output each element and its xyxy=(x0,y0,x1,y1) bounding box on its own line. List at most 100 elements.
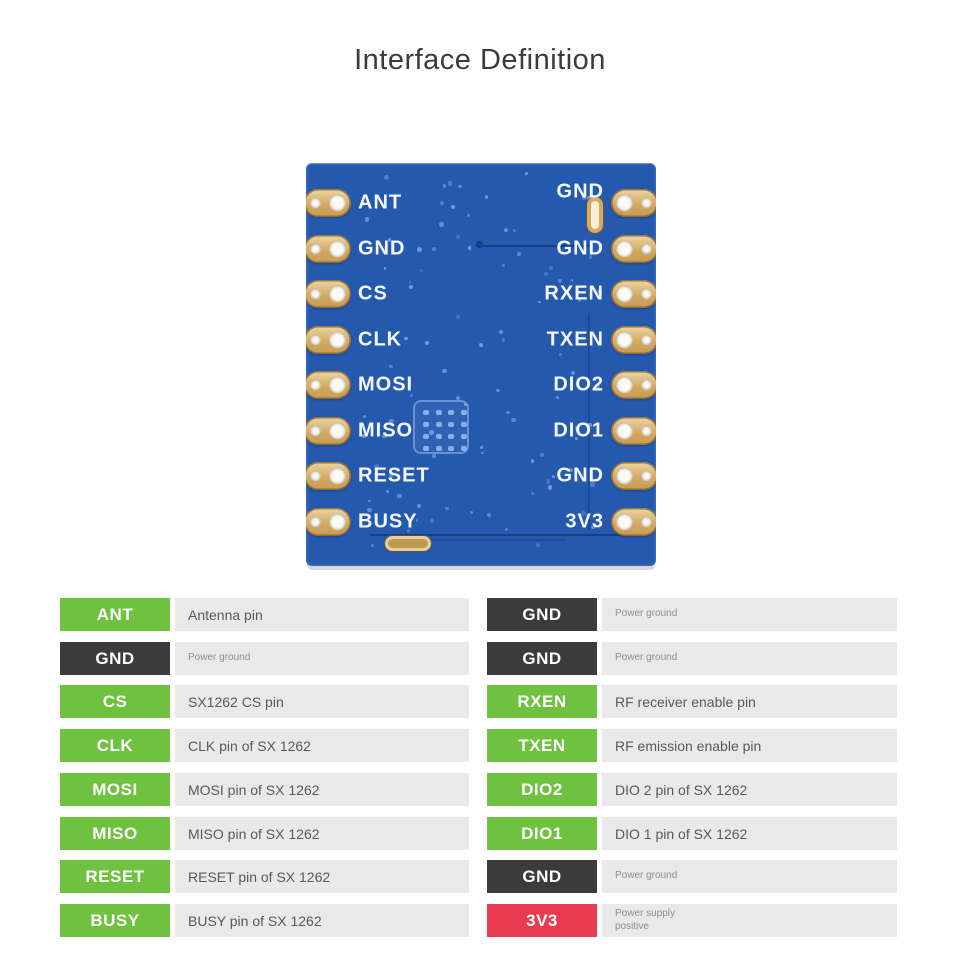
via-dot xyxy=(429,429,435,435)
pin-row: GND Power ground xyxy=(487,860,897,893)
pin-badge: RXEN xyxy=(487,685,597,718)
via-dot xyxy=(569,468,574,473)
pad-hole-large xyxy=(329,376,346,394)
via-dot xyxy=(481,451,484,455)
pin-description-text: RF emission enable pin xyxy=(615,737,762,754)
via-dot xyxy=(367,499,371,503)
via-dot xyxy=(467,246,472,250)
via-dot xyxy=(431,246,437,252)
via-dot xyxy=(364,217,370,222)
pin-pad xyxy=(611,508,656,536)
thermal-via xyxy=(423,422,429,427)
pad-hole-small xyxy=(310,334,321,346)
via-dot xyxy=(545,479,551,484)
via-dot xyxy=(382,433,387,439)
pin-pad xyxy=(611,280,656,308)
pin-badge: BUSY xyxy=(60,904,170,937)
via-dot xyxy=(581,511,586,517)
pcb-pin-label: GND xyxy=(556,237,604,260)
pin-pad xyxy=(611,235,656,263)
via-dot xyxy=(574,476,580,481)
pin-description: RF receiver enable pin xyxy=(602,685,897,718)
pcb-pin-label: RESET xyxy=(358,464,430,487)
via-dot xyxy=(384,175,389,180)
pad-hole-small xyxy=(641,288,652,300)
via-dot xyxy=(374,463,379,469)
pin-row: BUSY BUSY pin of SX 1262 xyxy=(60,904,469,937)
pad-hole-large xyxy=(616,240,633,258)
pin-description-text: Power ground xyxy=(615,652,678,664)
via-dot xyxy=(587,423,592,428)
via-dot xyxy=(524,171,528,175)
pad-hole-large xyxy=(329,240,346,258)
via-dot xyxy=(362,434,367,439)
bottom-test-pad xyxy=(385,536,431,551)
via-dot xyxy=(456,315,461,320)
via-dot xyxy=(486,512,491,517)
via-dot xyxy=(402,432,406,436)
pin-badge: RESET xyxy=(60,860,170,893)
pin-description: DIO 2 pin of SX 1262 xyxy=(602,773,897,806)
via-dot xyxy=(597,289,603,294)
pin-description: Power supply positive xyxy=(602,904,897,937)
via-dot xyxy=(439,222,445,227)
pin-badge: DIO2 xyxy=(487,773,597,806)
via-dot xyxy=(456,234,461,239)
via-dot xyxy=(596,385,601,389)
pin-description-text: MOSI pin of SX 1262 xyxy=(188,781,320,798)
via-dot xyxy=(540,453,545,458)
via-dot xyxy=(574,436,579,441)
thermal-via xyxy=(435,434,442,439)
pin-description-text: CLK pin of SX 1262 xyxy=(188,737,311,754)
pin-badge: GND xyxy=(487,860,597,893)
pin-description: Power ground xyxy=(602,860,897,893)
pin-description: RF emission enable pin xyxy=(602,729,897,762)
pin-description-text: Power ground xyxy=(615,608,678,620)
via-dot xyxy=(470,510,474,515)
pcb-pin-label: DIO1 xyxy=(553,419,604,442)
pin-description-text: MISO pin of SX 1262 xyxy=(188,825,320,842)
pin-pad xyxy=(306,189,351,217)
via-dot xyxy=(466,213,471,218)
pin-description-text: Power ground xyxy=(615,870,678,882)
pin-row: TXEN RF emission enable pin xyxy=(487,729,897,762)
pin-description-text: SX1262 CS pin xyxy=(188,693,284,710)
via-dot xyxy=(511,417,516,423)
via-dot xyxy=(419,268,424,273)
via-dot xyxy=(367,508,372,513)
pcb-pin-label: TXEN xyxy=(546,328,604,351)
pin-badge: MISO xyxy=(60,817,170,850)
pin-pad xyxy=(611,189,656,217)
pin-pad xyxy=(306,326,351,354)
pcb-pin-label: CLK xyxy=(358,328,403,351)
via-dot xyxy=(559,353,563,357)
via-dot xyxy=(535,542,541,548)
pad-hole-small xyxy=(641,470,652,482)
pin-description-text: BUSY pin of SX 1262 xyxy=(188,912,322,929)
pin-pad xyxy=(611,462,656,490)
via-dot xyxy=(383,266,387,270)
via-dot xyxy=(506,410,510,415)
pad-hole-large xyxy=(616,331,633,349)
pad-hole-large xyxy=(616,467,633,485)
pin-badge: TXEN xyxy=(487,729,597,762)
pin-description: DIO 1 pin of SX 1262 xyxy=(602,817,897,850)
thermal-via xyxy=(423,446,429,451)
pin-description: CLK pin of SX 1262 xyxy=(175,729,469,762)
thermal-via xyxy=(448,434,454,439)
via-dot xyxy=(363,414,367,418)
pcb-pin-label: BUSY xyxy=(358,510,418,533)
via-dot xyxy=(558,279,563,284)
pin-description: Power ground xyxy=(602,598,897,631)
via-dot xyxy=(517,252,521,256)
thermal-via xyxy=(423,434,429,439)
via-dot xyxy=(590,482,595,487)
pin-badge: DIO1 xyxy=(487,817,597,850)
thermal-via xyxy=(448,446,454,451)
via-dot xyxy=(513,229,517,232)
pad-hole-large xyxy=(329,513,346,531)
